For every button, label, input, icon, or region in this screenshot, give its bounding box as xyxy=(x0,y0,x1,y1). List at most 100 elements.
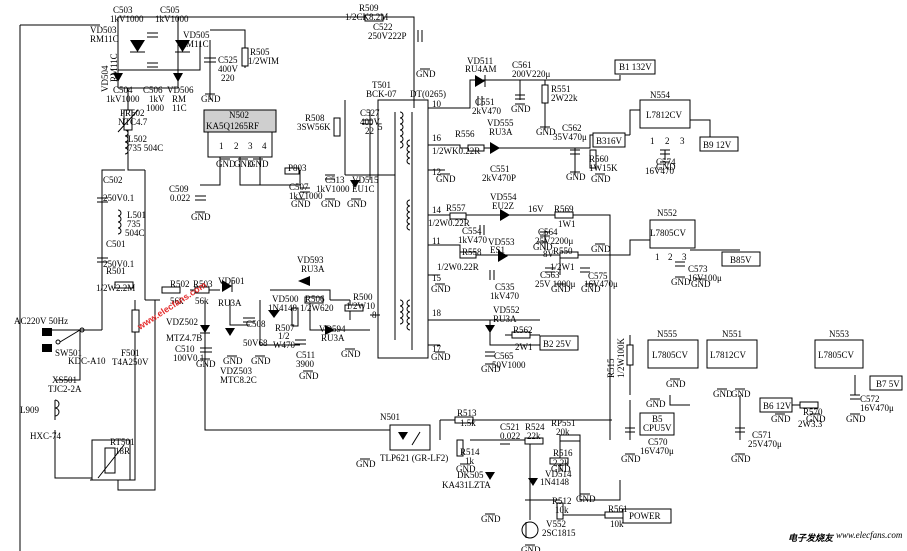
label-c507: C507 xyxy=(289,182,309,192)
label-r512: R512 xyxy=(552,496,572,506)
b3-connector xyxy=(592,132,626,148)
label-c503: C503 xyxy=(113,5,133,15)
label-n551: N551 xyxy=(722,329,742,339)
label-r557: R557 xyxy=(446,203,466,213)
label-vd506: VD506 xyxy=(167,85,194,95)
label-c565-value: 50V1000 xyxy=(492,360,526,370)
label-vd501-value: RU3A xyxy=(218,298,242,308)
label-vd511: VD511 xyxy=(467,56,493,66)
label-c522: C522 xyxy=(373,22,393,32)
pin-2: 2 xyxy=(234,141,239,151)
label-vdz503-value: MTC8.2C xyxy=(220,375,257,385)
label-c561-value: 200V220μ xyxy=(512,69,550,79)
ground-symbol: GND xyxy=(234,158,254,169)
wiring xyxy=(19,16,856,551)
ground-symbol: GND xyxy=(299,370,319,381)
label-r509: R509 xyxy=(359,3,379,13)
label-r524: R524 xyxy=(525,422,545,432)
label-dk505: DK505 xyxy=(457,470,484,480)
label-r561-value: 10k xyxy=(610,519,624,529)
gnd-label: GND xyxy=(436,174,456,184)
label-c574-value: 16V470 xyxy=(645,166,674,176)
gnd-label: GND xyxy=(581,284,601,294)
label-b1: B1 132V xyxy=(619,62,652,72)
ground-symbol: GND xyxy=(251,355,271,366)
label-r500-value: 1/2W10 xyxy=(346,301,375,311)
label-r558: R558 xyxy=(462,247,482,257)
label-c572: C572 xyxy=(860,394,880,404)
gnd-label: GND xyxy=(771,414,791,424)
pin-8: 8 xyxy=(372,310,377,320)
label-c564: C564 xyxy=(538,227,558,237)
label-r558-value: 1/2W0.22R xyxy=(437,262,479,272)
gnd-label: GND xyxy=(536,127,556,137)
label-c501: C501 xyxy=(106,239,126,249)
label-c561: C561 xyxy=(512,60,532,70)
gnd-label: GND xyxy=(416,69,436,79)
gnd-label: GND xyxy=(347,199,367,209)
label-vd514-value: 1N4148 xyxy=(540,477,569,487)
label-r502: R502 xyxy=(170,279,190,289)
label-b5: B5 xyxy=(652,414,663,424)
ic-boxes xyxy=(203,59,903,524)
ground-symbol: GND xyxy=(196,358,216,369)
label-t501-part: DT(0265) xyxy=(410,89,446,99)
label-r569: R569 xyxy=(554,204,574,214)
ground-symbol: GND xyxy=(347,198,367,209)
label-c509-value: 0.022 xyxy=(170,193,190,203)
ground-symbol: GND xyxy=(846,413,866,424)
label-vd555: VD555 xyxy=(487,118,514,128)
label-r570: R570 xyxy=(803,407,823,417)
label-n552: N552 xyxy=(657,208,677,218)
label-b6: B6 12V xyxy=(763,401,792,411)
label-r503-value: 56k xyxy=(195,296,209,306)
label-vd505: VD505 xyxy=(183,30,210,40)
label-c508: C508 xyxy=(246,319,266,329)
label-t501: T501 xyxy=(372,80,391,90)
label-c551-value: 2kV470 xyxy=(472,106,501,116)
label-c562: C562 xyxy=(562,123,582,133)
gnd-label: GND xyxy=(299,371,319,381)
label-c510-value: 100V0.1 xyxy=(173,353,204,363)
label-vd504: VD504 xyxy=(100,65,110,92)
label-c551: C551 xyxy=(475,97,495,107)
pin-11: 11 xyxy=(432,236,441,246)
ground-symbol: GND xyxy=(416,68,436,79)
gnd-label: GND xyxy=(234,159,254,169)
label-r560: R560 xyxy=(589,154,609,164)
label-c570-value: 16V470μ xyxy=(640,446,674,456)
pin-4: 4 xyxy=(262,141,267,151)
label-r501: R501 xyxy=(106,266,126,276)
label-vd555-value: RU3A xyxy=(489,127,513,137)
gnd-label: GND xyxy=(656,162,676,172)
ground-symbol: GND xyxy=(201,93,221,104)
label-t501-value: BCK-07 xyxy=(366,89,397,99)
label-l909: L909 xyxy=(20,405,39,415)
label-c513: C513 xyxy=(325,175,345,185)
label-c506-value1: 1kV xyxy=(149,94,165,104)
label-r560-value: 1W15K xyxy=(589,163,618,173)
gnd-label: GND xyxy=(223,356,243,366)
label-pr502-value: NTC4.7 xyxy=(118,117,148,127)
gnd-label: GND xyxy=(806,414,826,424)
label-c510: C510 xyxy=(175,344,195,354)
gnd-label: GND xyxy=(431,284,451,294)
label-n554: N554 xyxy=(650,90,670,100)
ground-symbol: GND xyxy=(671,276,691,287)
label-n501: N501 xyxy=(380,412,400,422)
b8-connector xyxy=(721,251,761,267)
label-c527: C527 xyxy=(360,108,380,118)
label-b2: B2 25V xyxy=(543,339,572,349)
component-symbols xyxy=(42,14,860,539)
label-r550: R550 xyxy=(553,246,573,256)
label-b8: B85V xyxy=(730,255,752,265)
label-c572-value: 16V470μ xyxy=(860,403,894,413)
ground-symbol: GND xyxy=(511,103,531,114)
label-rt501-value: 18R xyxy=(115,446,130,456)
b2-connector xyxy=(539,335,579,351)
label-rp551-value: 20k xyxy=(556,427,570,437)
label-l501: L501 xyxy=(127,210,146,220)
label-c535-value: 1kV470 xyxy=(490,291,519,301)
ground-symbol: GND xyxy=(576,493,596,504)
label-c571-value: 25V470μ xyxy=(748,439,782,449)
